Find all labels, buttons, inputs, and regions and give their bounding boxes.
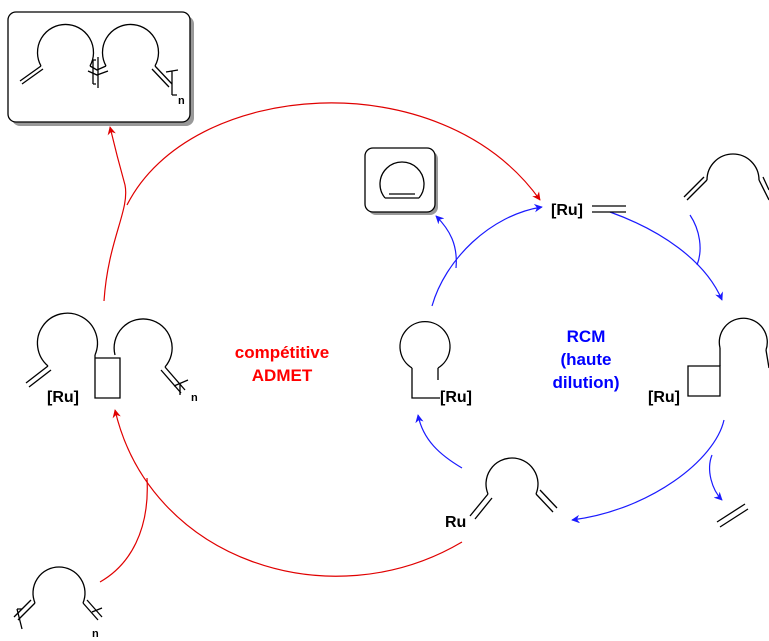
cycloalkene-structure [379,161,425,199]
arrow-monomer-entry [99,477,148,583]
arrow-alkylidene-to-center-metallacycle [415,414,463,469]
arrow-diene-entry [689,214,701,266]
rcm-label: RCM (haute dilution) [552,327,619,392]
cyclic-alkene-box [364,147,438,215]
polymer-n-subscript: n [178,95,185,107]
ethylene-byproduct [716,503,749,528]
ru-metallacycle-left-label: [Ru] [47,389,79,406]
box-frame [7,11,191,123]
arrow-release-ethylene [709,454,723,501]
arrow-to-polymer [103,126,127,302]
box-frame [364,147,436,213]
rcm-label-line1: RCM [567,327,606,346]
center-metallacycle: [Ru] [399,320,472,406]
polymer-product-box: n [7,11,194,126]
arrow-release-cycloalkene [435,215,457,269]
arrow-to-alkylidene [571,419,725,524]
diene-monomer: n [13,566,103,640]
ru-alkylidene: Ru [445,457,558,531]
ru-metallacycle-center-label: [Ru] [440,389,472,406]
arrow-admet-to-carbene [126,102,541,206]
ru-carbene-label: [Ru] [551,202,583,219]
arrow-carbene-to-right-metallacycle [609,211,723,301]
ru-metallacycle-right-label: [Ru] [648,389,680,406]
right-metallacycle: [Ru] [648,317,769,406]
ru-methylidene: [Ru] [551,202,626,219]
admet-label: compétitive ADMET [235,343,329,385]
admet-arrows [99,102,541,583]
arrow-admet-return [112,409,463,577]
left-n-subscript: n [191,392,198,404]
arrow-metallacycle-to-carbene [431,204,543,307]
ru-alkylidene-label: Ru [445,514,466,531]
rcm-label-line3: dilution) [552,373,619,392]
left-metallacycle: [Ru] n [25,312,198,406]
rcm-arrows [415,204,725,524]
polymer-structure [19,23,179,96]
admet-label-line2: ADMET [252,366,313,385]
admet-label-line1: compétitive [235,343,329,362]
rcm-label-line2: (haute [561,350,612,369]
diene-substrate [683,153,769,201]
monomer-n-subscript: n [92,628,99,640]
